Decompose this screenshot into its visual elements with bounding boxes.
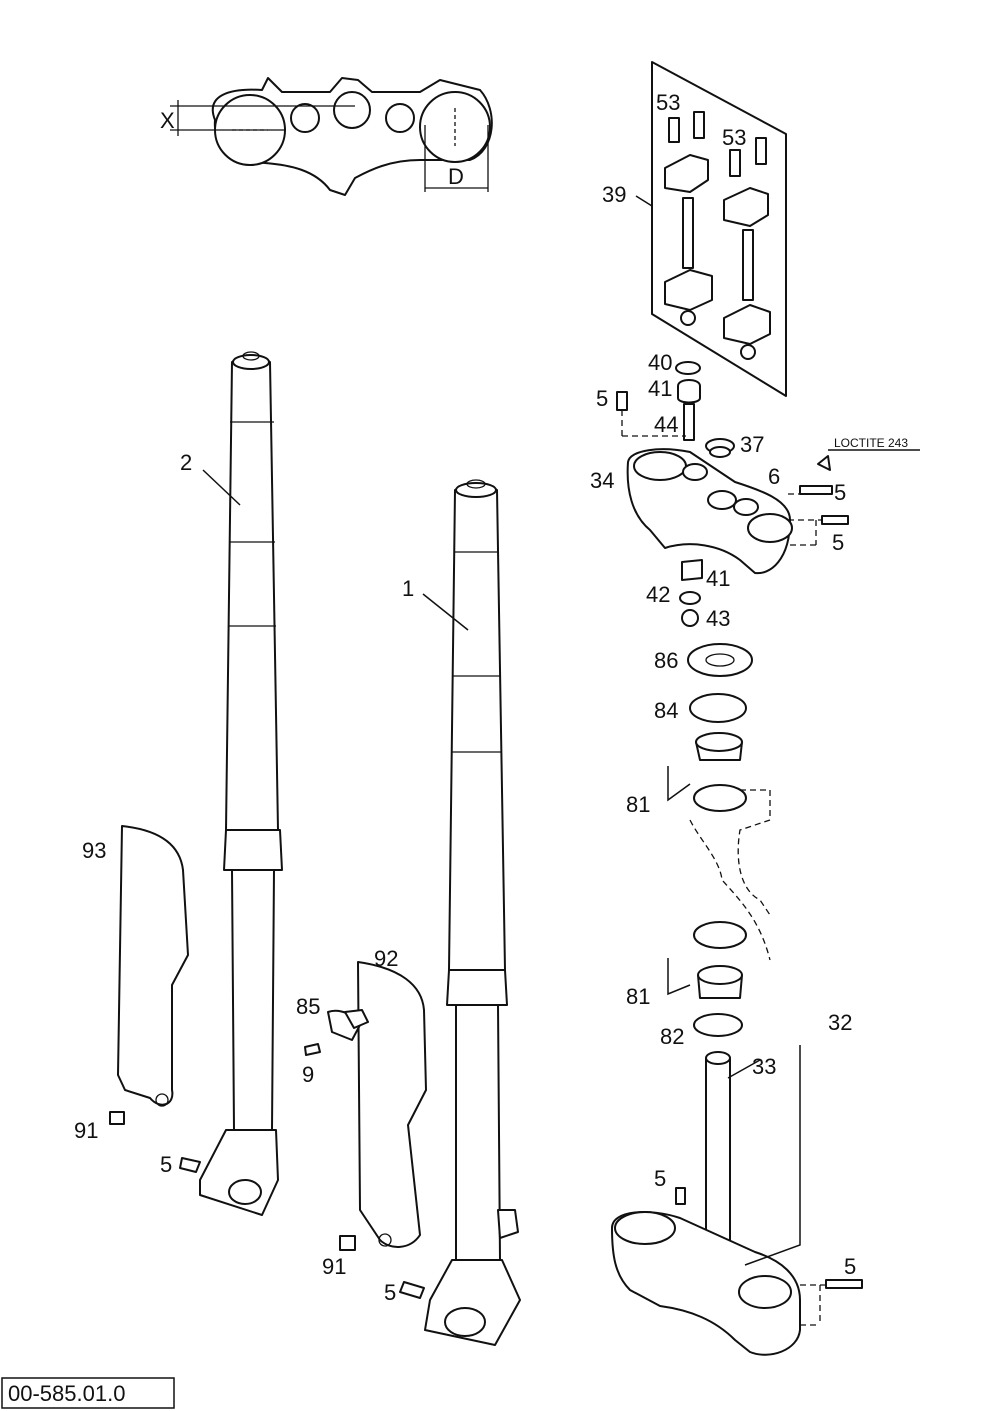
lower-triple-clamp-stem (611, 1051, 863, 1356)
callout-41-a: 41 (648, 376, 672, 401)
callout-42: 42 (646, 582, 670, 607)
steering-bearing-stack (687, 643, 771, 1037)
callout-44: 44 (654, 412, 678, 437)
dimension-d-label: D (448, 164, 464, 189)
callout-91-a: 91 (74, 1118, 98, 1143)
fork-leg-left (179, 351, 283, 1216)
fork-leg-right (399, 479, 521, 1346)
callout-5-b: 5 (834, 480, 846, 505)
fork-guard-right (304, 961, 427, 1251)
callout-32: 32 (828, 1010, 852, 1035)
callout-1: 1 (402, 576, 414, 601)
callout-labels: 53 53 39 40 41 5 44 37 6 5 34 5 41 42 43… (74, 90, 856, 1305)
callout-5-e: 5 (844, 1254, 856, 1279)
drawing-code: 00-585.01.0 (8, 1381, 125, 1406)
callout-6: 6 (768, 464, 780, 489)
loctite-note: LOCTITE 243 (834, 436, 908, 450)
callout-5-g: 5 (384, 1280, 396, 1305)
callout-5-a: 5 (596, 386, 608, 411)
callout-37: 37 (740, 432, 764, 457)
callout-81-b: 81 (626, 984, 650, 1009)
triple-clamp-dimension-sketch (170, 77, 493, 196)
callout-34: 34 (590, 468, 614, 493)
upper-triple-clamp (616, 361, 849, 627)
callout-91-b: 91 (322, 1254, 346, 1279)
callout-81-a: 81 (626, 792, 650, 817)
callout-33: 33 (752, 1054, 776, 1079)
callout-40: 40 (648, 350, 672, 375)
callout-86: 86 (654, 648, 678, 673)
fork-guard-left (109, 825, 189, 1125)
callout-41-b: 41 (706, 566, 730, 591)
callout-5-d: 5 (654, 1166, 666, 1191)
callout-53-b: 53 (722, 125, 746, 150)
callout-5-c: 5 (832, 530, 844, 555)
dimension-x-label: X (160, 108, 175, 133)
drawing-code-box (1, 1377, 175, 1409)
callout-43: 43 (706, 606, 730, 631)
callout-92: 92 (374, 946, 398, 971)
handlebar-clamp-kit (651, 61, 787, 397)
callout-39: 39 (602, 182, 626, 207)
callout-2: 2 (180, 450, 192, 475)
callout-53-a: 53 (656, 90, 680, 115)
callout-93: 93 (82, 838, 106, 863)
callout-82: 82 (660, 1024, 684, 1049)
callout-9: 9 (302, 1062, 314, 1087)
callout-5-f: 5 (160, 1152, 172, 1177)
callout-85: 85 (296, 994, 320, 1019)
callout-84: 84 (654, 698, 678, 723)
